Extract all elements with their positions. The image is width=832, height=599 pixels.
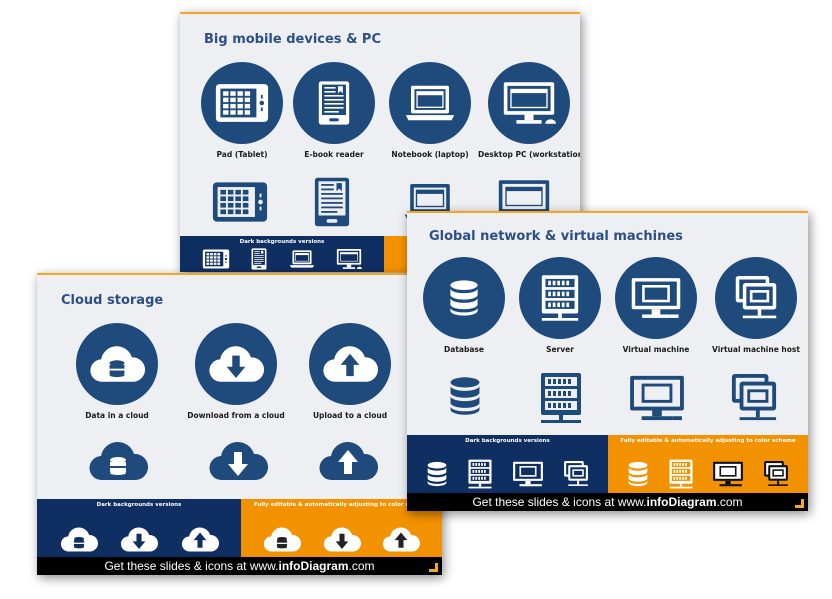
cloud-label: Data in a cloud xyxy=(85,411,149,420)
device-item-ebook: E-book reader xyxy=(288,62,380,159)
cloud-database-icon xyxy=(60,526,98,553)
slide-cloud: Cloud storage Data in a cloud Download f… xyxy=(37,273,442,575)
footer-suffix: .com xyxy=(348,559,375,573)
dark-band-label: Dark backgrounds versions xyxy=(96,502,182,508)
laptop-icon xyxy=(289,249,315,269)
cloud-download-icon xyxy=(120,526,158,553)
virtual-machine-host-icon xyxy=(563,460,589,488)
cloud-download-icon xyxy=(208,344,264,384)
cloud-upload-icon xyxy=(322,344,378,384)
plain-tablet xyxy=(210,180,270,224)
ebook-reader-icon xyxy=(318,80,350,126)
footer-suffix: .com xyxy=(716,495,743,509)
dark-band: Dark backgrounds versions xyxy=(180,236,384,272)
tablet-icon xyxy=(215,83,269,123)
device-label: E-book reader xyxy=(304,150,364,159)
plain-ebook xyxy=(312,174,352,230)
slide-title: Global network & virtual machines xyxy=(429,229,683,244)
plain-server xyxy=(537,371,585,425)
network-label: Database xyxy=(444,345,484,354)
corner-mark xyxy=(795,499,804,508)
device-label: Pad (Tablet) xyxy=(216,150,268,159)
network-label: Virtual machine host xyxy=(712,345,800,354)
virtual-machine-icon xyxy=(628,374,686,422)
plain-vmhost xyxy=(729,371,779,425)
plain-cloud-data xyxy=(87,439,149,483)
virtual-machine-host-icon xyxy=(730,372,778,424)
orange-band-label: Fully editable & automatically adjusting… xyxy=(253,502,430,508)
slide-network: Global network & virtual machines Databa… xyxy=(407,211,808,511)
server-icon xyxy=(668,459,694,489)
cloud-database-icon xyxy=(88,440,148,482)
footer-banner: Get these slides & icons at www.infoDiag… xyxy=(37,557,442,575)
dark-band-label: Dark backgrounds versions xyxy=(239,239,325,245)
device-item-tablet: Pad (Tablet) xyxy=(196,62,288,159)
virtual-machine-icon xyxy=(630,276,682,320)
network-label: Server xyxy=(546,345,574,354)
server-icon xyxy=(539,372,583,424)
slide-title: Cloud storage xyxy=(61,293,164,308)
device-item-laptop: Notebook (laptop) xyxy=(380,62,480,159)
ebook-reader-icon xyxy=(314,176,350,228)
orange-band-label: Fully editable & automatically adjusting… xyxy=(620,438,796,444)
footer-prefix: Get these slides & icons at www. xyxy=(104,559,279,573)
cloud-item-download: Download from a cloud xyxy=(181,323,291,420)
database-icon xyxy=(627,461,649,487)
virtual-machine-icon xyxy=(712,460,744,488)
ebook-reader-icon xyxy=(251,248,267,270)
desktop-pc-icon xyxy=(502,80,556,126)
plain-database xyxy=(445,373,485,419)
network-band: Dark backgrounds versions Fully editable… xyxy=(407,435,808,495)
database-icon xyxy=(426,461,448,487)
cloud-label: Download from a cloud xyxy=(187,411,285,420)
virtual-machine-host-icon xyxy=(734,274,778,322)
device-label: Desktop PC (workstation) xyxy=(478,150,580,159)
server-icon xyxy=(467,459,493,489)
network-item-server: Server xyxy=(515,257,605,354)
network-item-vm: Virtual machine xyxy=(611,257,701,354)
dark-band: Dark backgrounds versions xyxy=(37,499,241,559)
slide-title: Big mobile devices & PC xyxy=(204,32,382,47)
plain-vm xyxy=(627,373,687,423)
orange-band: Fully editable & automatically adjusting… xyxy=(608,435,808,495)
cloud-band: Dark backgrounds versions Fully editable… xyxy=(37,499,442,559)
network-label: Virtual machine xyxy=(622,345,690,354)
cloud-item-data: Data in a cloud xyxy=(67,323,167,420)
cloud-upload-icon xyxy=(181,526,219,553)
tablet-icon xyxy=(212,181,268,223)
desktop-pc-icon xyxy=(336,248,362,270)
cloud-item-upload: Upload to a cloud xyxy=(295,323,405,420)
cloud-download-icon xyxy=(208,440,268,482)
footer-brand: infoDiagram xyxy=(646,495,717,509)
network-item-vmhost: Virtual machine host xyxy=(707,257,805,354)
device-item-desktop: Desktop PC (workstation) xyxy=(478,62,580,159)
footer-prefix: Get these slides & icons at www. xyxy=(472,495,647,509)
footer-brand: infoDiagram xyxy=(278,559,349,573)
cloud-upload-icon xyxy=(382,526,420,553)
database-icon xyxy=(448,376,482,416)
network-item-database: Database xyxy=(419,257,509,354)
device-label: Notebook (laptop) xyxy=(391,150,469,159)
plain-cloud-download xyxy=(207,439,269,483)
dark-band: Dark backgrounds versions xyxy=(407,435,608,495)
plain-cloud-upload xyxy=(317,439,379,483)
dark-band-label: Dark backgrounds versions xyxy=(465,438,550,444)
cloud-download-icon xyxy=(323,526,361,553)
laptop-icon xyxy=(404,84,456,122)
cloud-database-icon xyxy=(89,344,145,384)
cloud-label: Upload to a cloud xyxy=(312,411,388,420)
virtual-machine-icon xyxy=(512,460,544,488)
footer-banner: Get these slides & icons at www.infoDiag… xyxy=(407,493,808,511)
tablet-icon xyxy=(202,249,230,269)
cloud-database-icon xyxy=(263,526,301,553)
database-icon xyxy=(448,279,480,317)
virtual-machine-host-icon xyxy=(763,460,789,488)
cloud-upload-icon xyxy=(318,440,378,482)
server-icon xyxy=(540,274,580,322)
corner-mark xyxy=(429,563,438,572)
